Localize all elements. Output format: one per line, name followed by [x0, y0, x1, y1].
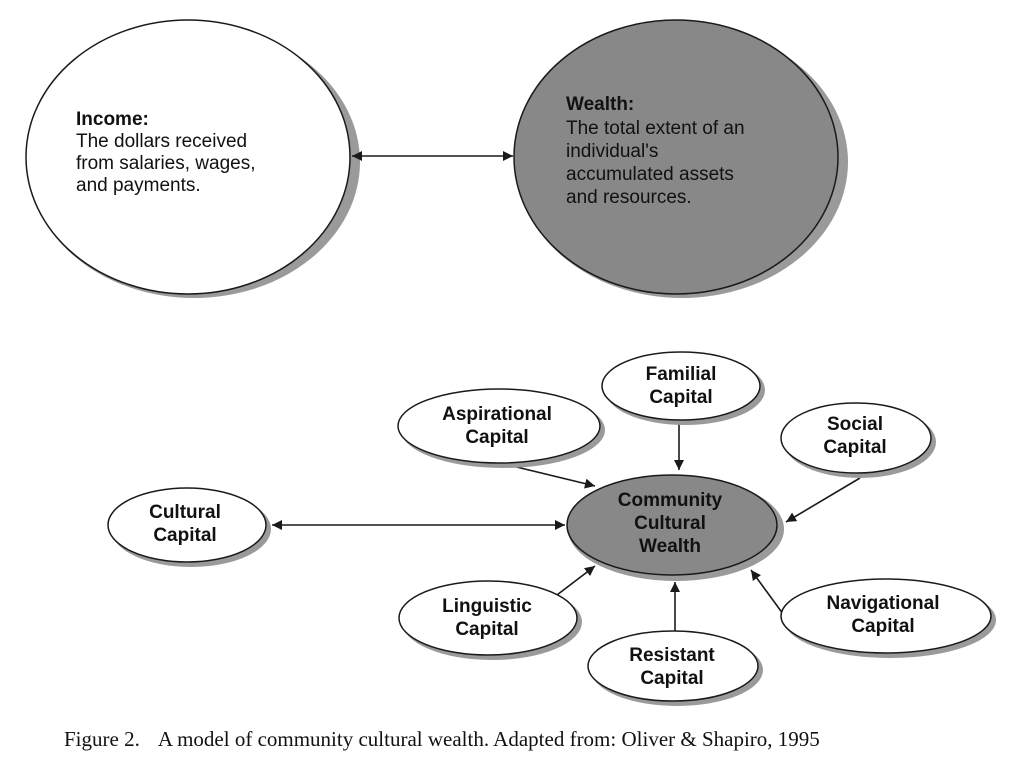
ccw-center-line-2: Cultural	[634, 513, 706, 534]
navigational-capital-node: Navigational Capital	[780, 578, 996, 658]
income-node-line-3: and payments.	[76, 175, 201, 196]
navigational-capital-shape	[780, 578, 992, 654]
ccw-center-shape	[566, 474, 778, 576]
income-node: Income: The dollars received from salari…	[25, 19, 360, 298]
aspirational-capital-node: Aspirational Capital	[397, 388, 605, 468]
aspirational-capital-line-1: Aspirational	[442, 404, 552, 425]
ccw-center-line-1: Community	[618, 490, 723, 511]
navigational-capital-line-1: Navigational	[827, 593, 940, 614]
social-capital-node: Social Capital	[780, 402, 936, 478]
wealth-node-shape	[513, 19, 839, 295]
familial-capital-node: Familial Capital	[601, 351, 765, 425]
figure-caption-text: A model of community cultural wealth. Ad…	[157, 727, 820, 751]
linguistic-capital-shape	[398, 580, 578, 656]
resistant-capital-node: Resistant Capital	[587, 630, 763, 706]
wealth-node-line-3: accumulated assets	[566, 164, 734, 185]
income-node-shape	[25, 19, 351, 295]
resistant-capital-line-1: Resistant	[629, 645, 715, 666]
social-capital-shape	[780, 402, 932, 474]
wealth-node-line-1: The total extent of an	[566, 118, 745, 139]
cultural-capital-line-2: Capital	[153, 525, 216, 546]
linguistic-capital-line-1: Linguistic	[442, 596, 532, 617]
figure-caption: Figure 2. A model of community cultural w…	[64, 727, 1004, 752]
edge-social-to-ccw	[785, 477, 861, 523]
familial-capital-shape	[601, 351, 761, 421]
cultural-capital-line-1: Cultural	[149, 502, 221, 523]
navigational-capital-line-2: Capital	[851, 616, 914, 637]
wealth-node-line-4: and resources.	[566, 187, 692, 208]
aspirational-capital-shape	[397, 388, 601, 464]
familial-capital-line-1: Familial	[646, 364, 717, 385]
resistant-capital-shape	[587, 630, 759, 702]
income-node-line-2: from salaries, wages,	[76, 153, 256, 174]
figure-caption-label: Figure 2.	[64, 727, 140, 751]
social-capital-line-1: Social	[827, 414, 883, 435]
income-node-title: Income:	[76, 109, 149, 130]
edge-navigational-to-ccw	[750, 569, 787, 619]
cultural-capital-shape	[107, 487, 267, 563]
social-capital-line-2: Capital	[823, 437, 886, 458]
ccw-center-node: Community Cultural Wealth	[566, 474, 784, 581]
cultural-capital-node: Cultural Capital	[107, 487, 271, 567]
linguistic-capital-node: Linguistic Capital	[398, 580, 582, 660]
ccw-center-line-3: Wealth	[639, 536, 701, 557]
aspirational-capital-line-2: Capital	[465, 427, 528, 448]
income-node-line-1: The dollars received	[76, 131, 247, 152]
wealth-node-line-2: individual's	[566, 141, 658, 162]
linguistic-capital-line-2: Capital	[455, 619, 518, 640]
edge-linguistic-to-ccw	[552, 565, 596, 599]
familial-capital-line-2: Capital	[649, 387, 712, 408]
wealth-node-title: Wealth:	[566, 94, 634, 115]
wealth-node: Wealth: The total extent of an individua…	[513, 19, 848, 298]
resistant-capital-line-2: Capital	[640, 668, 703, 689]
